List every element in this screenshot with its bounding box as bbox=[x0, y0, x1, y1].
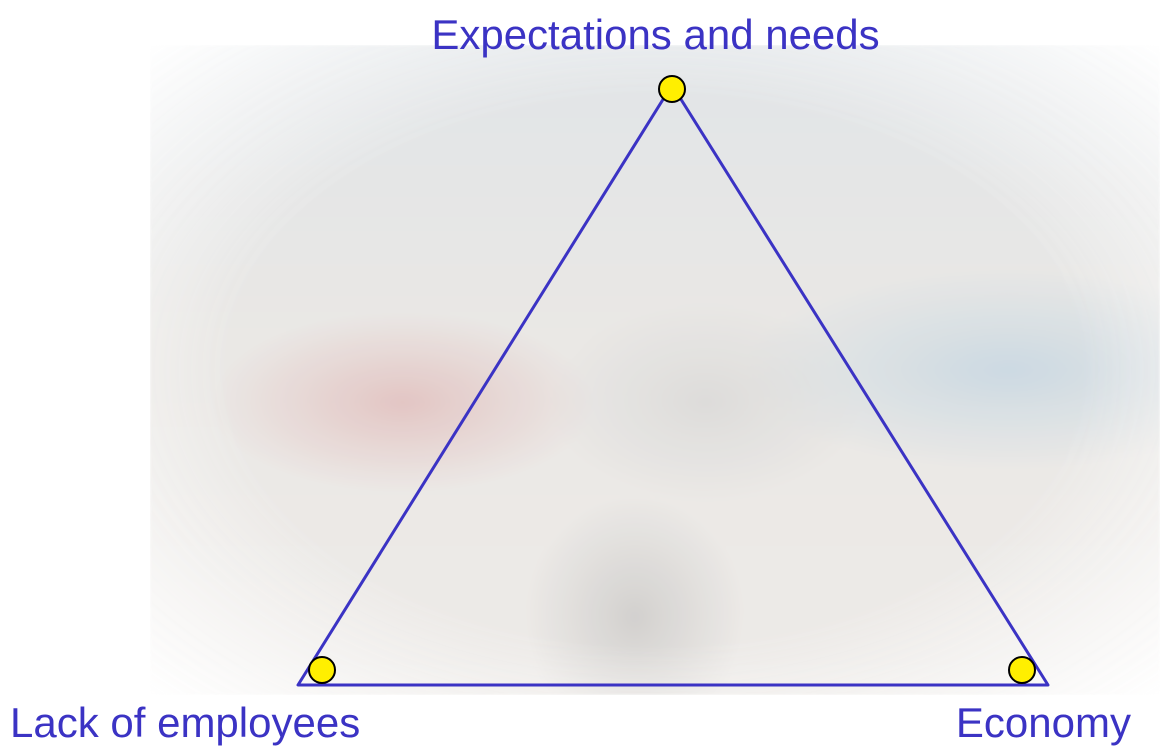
node-bottom-right-marker bbox=[1008, 656, 1036, 684]
label-lack-of-employees: Lack of employees bbox=[10, 699, 361, 746]
node-top-marker bbox=[658, 75, 686, 103]
background-photo bbox=[150, 45, 1160, 695]
triangle-edges bbox=[296, 83, 1050, 687]
label-expectations-and-needs: Expectations and needs bbox=[431, 11, 880, 58]
node-bottom-left-marker bbox=[308, 656, 336, 684]
label-economy: Economy bbox=[955, 699, 1131, 746]
